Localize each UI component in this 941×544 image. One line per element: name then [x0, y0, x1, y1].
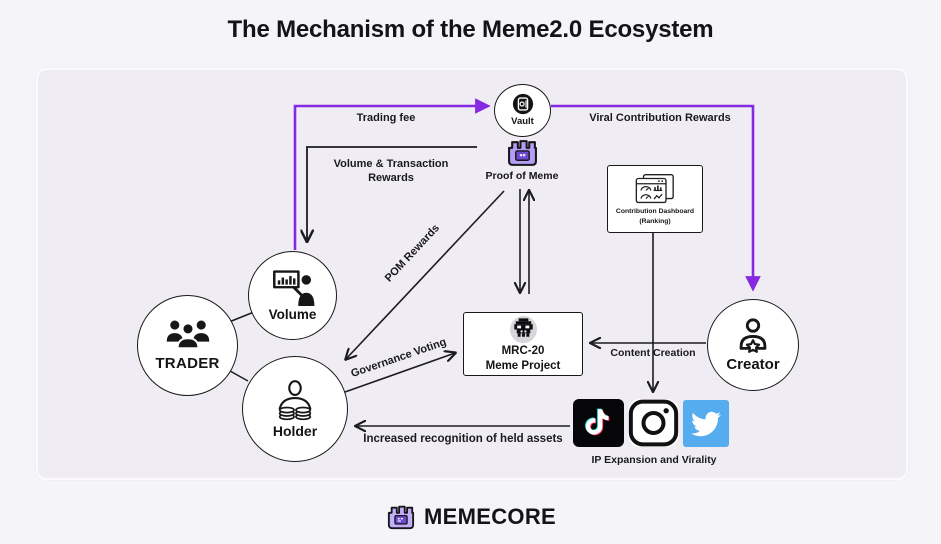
person-star-icon	[739, 318, 767, 354]
holder-label: Holder	[272, 423, 318, 440]
node-holder: Holder	[242, 356, 348, 462]
dashboard-windows-icon	[635, 173, 674, 203]
proof-of-meme-label: Proof of Meme	[485, 170, 559, 182]
label-increased-recognition: Increased recognition of held assets	[363, 433, 563, 445]
castle-badge-icon	[507, 140, 537, 166]
node-proof-of-meme: Proof of Meme	[462, 137, 582, 182]
brand-text: MEMECORE	[424, 504, 556, 529]
vault-safe-icon	[512, 93, 533, 115]
creator-label: Creator	[726, 356, 780, 374]
person-chart-icon	[272, 270, 314, 307]
label-volume-tx-rewards: Volume & Transaction Rewards	[333, 158, 449, 184]
node-creator: Creator	[707, 299, 799, 391]
node-trader: TRADER	[137, 295, 238, 396]
memecore-logo-icon	[387, 505, 415, 530]
mrc20-label-line1: MRC-20	[501, 345, 545, 358]
dashboard-label-line2: (Ranking)	[639, 217, 671, 225]
mrc20-label-line2: Meme Project	[485, 359, 561, 372]
instagram-icon	[628, 399, 679, 447]
vault-label: Vault	[511, 116, 534, 128]
label-viral-rewards: Viral Contribution Rewards	[589, 112, 731, 124]
page-title: The Mechanism of the Meme2.0 Ecosystem	[227, 16, 714, 43]
twitter-icon	[683, 400, 729, 447]
node-vault: Vault	[494, 84, 551, 137]
diagram-panel	[36, 68, 908, 480]
tiktok-icon	[573, 399, 624, 447]
label-content-creation: Content Creation	[610, 347, 696, 359]
pixel-meme-icon	[509, 316, 537, 344]
people-group-icon	[166, 320, 209, 350]
label-trading-fee: Trading fee	[356, 112, 416, 124]
memecore-brand: MEMECORE	[0, 503, 941, 531]
node-contribution-dashboard: Contribution Dashboard (Ranking)	[607, 165, 703, 233]
trader-label: TRADER	[155, 355, 220, 373]
node-mrc20-meme-project: MRC-20 Meme Project	[463, 312, 583, 376]
dashboard-label-line1: Contribution Dashboard	[615, 207, 695, 215]
volume-label: Volume	[268, 307, 317, 323]
person-coins-icon	[278, 380, 312, 421]
label-ip-expansion: IP Expansion and Virality	[591, 454, 717, 466]
node-volume: Volume	[248, 251, 337, 340]
